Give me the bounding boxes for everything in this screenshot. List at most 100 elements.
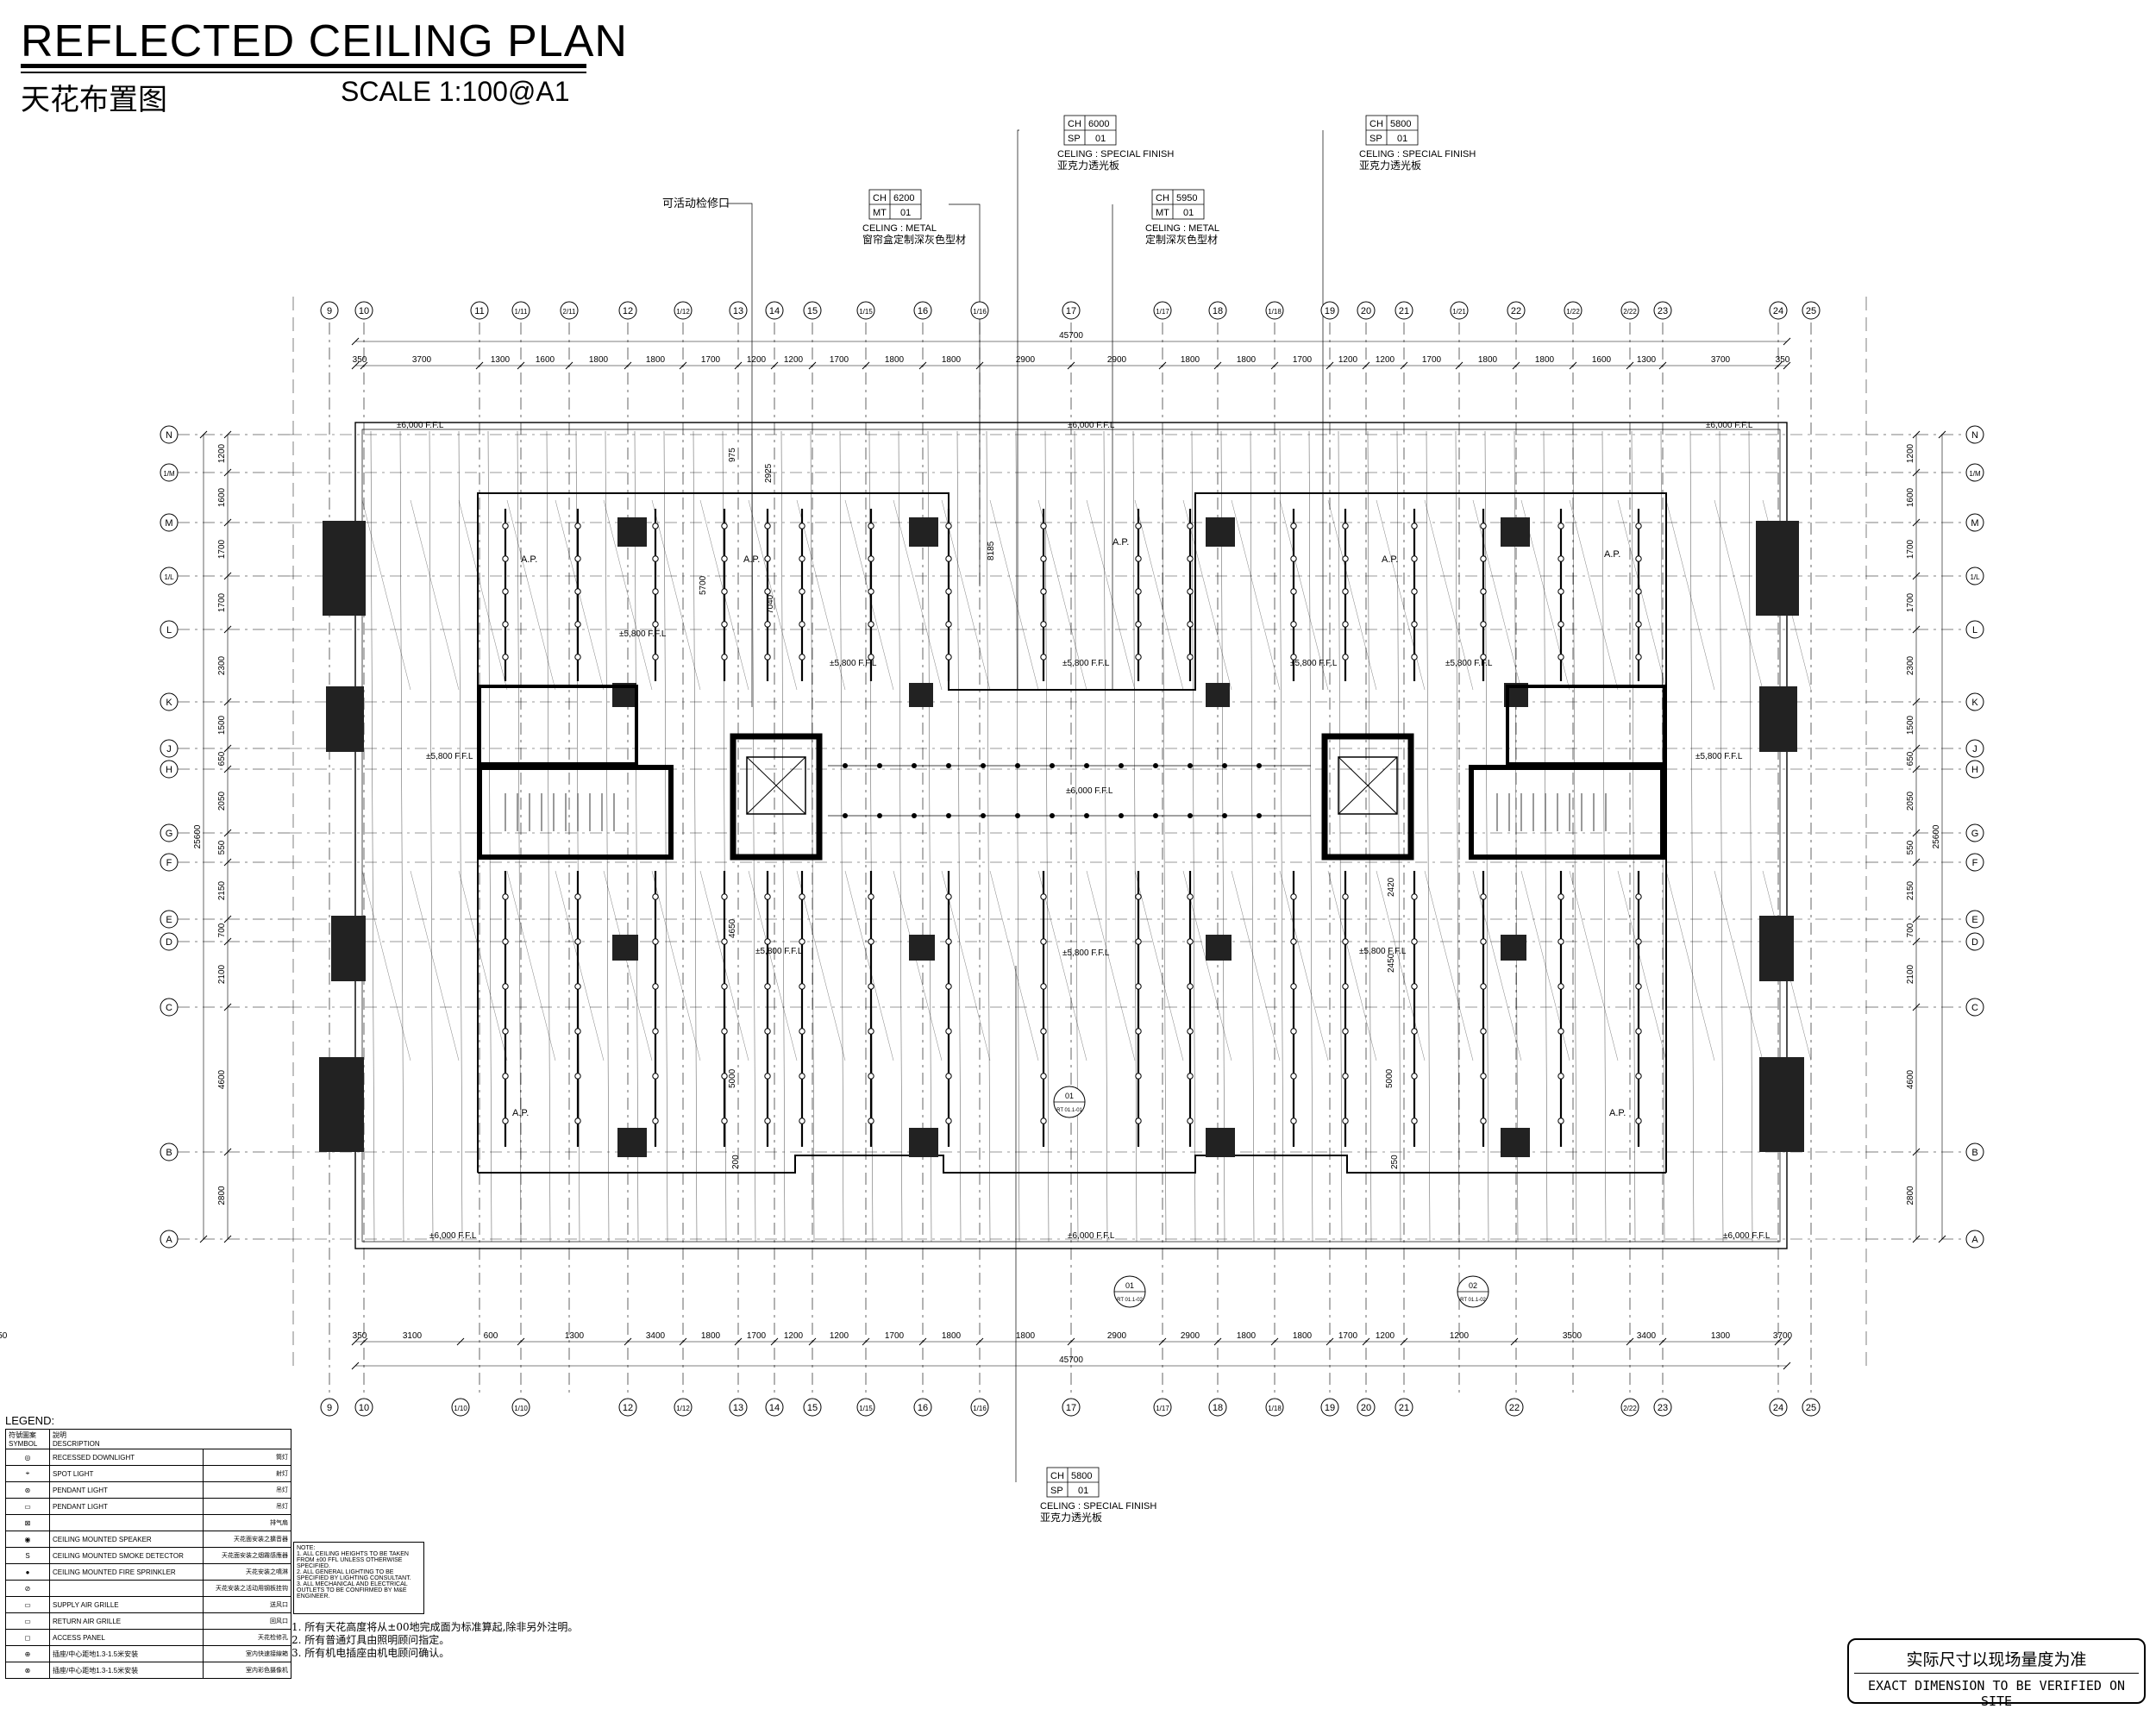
panel-line <box>722 430 727 1243</box>
downlight-icon <box>1135 654 1142 660</box>
legend-description: RETURN AIR GRILLE <box>48 1612 204 1630</box>
downlight-icon <box>1135 588 1142 595</box>
grid-bubble-bottom: 17 <box>1066 1403 1076 1413</box>
legend-description-cn: 天花检修孔 <box>203 1629 291 1646</box>
downlight-icon <box>1290 621 1297 628</box>
downlight-icon <box>1557 621 1564 628</box>
bottom-dim-tick <box>734 1337 743 1346</box>
grid-bubble-bottom-circle <box>674 1398 693 1417</box>
side-dim-right-label: 1500 <box>1906 715 1915 735</box>
level-label: ±6,000 F.F.L <box>1706 421 1753 430</box>
downlight-icon <box>1635 1073 1642 1080</box>
downlight-icon <box>1480 523 1487 529</box>
grid-bubble-bottom-circle <box>1320 1398 1339 1417</box>
grid-bubble-top: 2/11 <box>563 308 577 316</box>
downlight-icon <box>1411 1073 1418 1080</box>
panel-line <box>839 430 844 1243</box>
grid-bubble-top: 1/17 <box>1156 308 1169 316</box>
side-total-left-tick <box>199 430 208 439</box>
grid-bubble-top-circle <box>354 301 373 320</box>
ceiling-tag-code-label: SP <box>1068 134 1081 144</box>
facade-pylon <box>326 686 364 752</box>
top-dim-label: 350 <box>1776 355 1790 365</box>
side-dim-right-label: 2800 <box>1906 1186 1915 1205</box>
hatch-line <box>1376 499 1426 691</box>
top-dim-tick <box>1774 361 1783 370</box>
downlight-icon <box>1557 983 1564 990</box>
level-label: ±5,800 F.F.L <box>1695 752 1743 761</box>
top-dim-label: 3700 <box>412 355 432 365</box>
hatch-line <box>1037 499 1087 691</box>
side-dim-left-label: 650 <box>217 751 227 766</box>
panel-line <box>546 430 551 1243</box>
overall-dim-top-tick <box>351 337 360 346</box>
overall-dim-bottom-tick <box>1783 1362 1791 1370</box>
downlight-icon <box>1480 1028 1487 1035</box>
downlight-icon <box>1135 1073 1142 1080</box>
legend-symbol-icon: ⌖ <box>5 1465 50 1482</box>
grid-bubble-top-circle <box>1208 301 1227 320</box>
grid-bubble-bottom: 22 <box>1509 1403 1520 1413</box>
grid-bubble-top: 1/22 <box>1566 308 1580 316</box>
grid-bubble-left-circle <box>160 998 179 1017</box>
side-dim-right-label: 2050 <box>1906 791 1915 811</box>
grid-bubble-right: N <box>1971 430 1978 441</box>
downlight-icon <box>1290 1073 1297 1080</box>
legend-description: CEILING MOUNTED SPEAKER <box>48 1531 204 1548</box>
top-dim-tick <box>1067 361 1075 370</box>
top-dim-tick <box>734 361 743 370</box>
bottom-dim-label: 2900 <box>1107 1331 1127 1341</box>
grid-bubble-bottom-circle <box>856 1398 875 1417</box>
grid-bubble-left: J <box>166 744 172 754</box>
top-dim-label: 1800 <box>589 355 609 365</box>
side-dim-left-tick <box>223 829 232 837</box>
ceiling-tag-code-label: MT <box>873 208 887 218</box>
verify-divider <box>1854 1673 2139 1674</box>
downlight-icon <box>1411 893 1418 900</box>
grid-bubble-bottom-circle <box>1062 1398 1081 1417</box>
bottom-dim-label: 1800 <box>701 1331 721 1341</box>
grid-lines <box>178 297 1980 1395</box>
legend-description-cn: 筒灯 <box>203 1449 291 1466</box>
bottom-dim-label: 1200 <box>1376 1331 1395 1341</box>
grid-bubble-top: 16 <box>918 306 928 316</box>
legend-symbol-icon: ⊕ <box>5 1645 50 1662</box>
downlight-icon <box>1135 983 1142 990</box>
side-dim-right-tick <box>1912 1148 1921 1156</box>
downlight-icon <box>1480 1073 1487 1080</box>
grid-bubble-top-circle <box>560 301 579 320</box>
top-dim-tick <box>565 361 573 370</box>
downlight-icon <box>1040 555 1047 562</box>
ceiling-tag-ch-label: CH <box>1068 119 1081 129</box>
grid-bubble-top: 1/21 <box>1452 308 1466 316</box>
downlight-icon <box>652 654 659 660</box>
legend-description-cn: 射灯 <box>203 1465 291 1482</box>
downlight-icon <box>1342 893 1349 900</box>
grid-bubble-bottom-circle <box>1802 1398 1821 1417</box>
ceiling-tag-code: 01 <box>1397 134 1407 144</box>
panel-line <box>1132 430 1138 1243</box>
bottom-dim-label: 3400 <box>646 1331 666 1341</box>
grid-bubble-left: C <box>166 1003 172 1013</box>
downlight-icon <box>1480 654 1487 660</box>
panel-line <box>1103 430 1108 1243</box>
grid-bubble-right-circle <box>1965 823 1984 842</box>
grid-bubble-left: L <box>166 625 172 635</box>
downlight-icon <box>652 588 659 595</box>
grid-bubble-top: 24 <box>1773 306 1783 316</box>
top-dim-tick <box>475 361 484 370</box>
bottom-dim-label: 350 <box>0 1331 8 1341</box>
top-dim-tick <box>862 361 870 370</box>
section-marker-ref: RT 01.1-02 <box>1117 1298 1143 1303</box>
downlight-icon <box>574 588 581 595</box>
hatch-line <box>941 870 991 1061</box>
top-dim-label: 1200 <box>747 355 767 365</box>
notes-box: NOTE: 1. ALL CEILING HEIGHTS TO BE TAKEN… <box>293 1542 424 1614</box>
top-dim-tick <box>360 361 368 370</box>
downlight-icon <box>574 893 581 900</box>
side-dim-right-label: 550 <box>1906 840 1915 854</box>
hatch-line <box>1376 870 1426 1061</box>
